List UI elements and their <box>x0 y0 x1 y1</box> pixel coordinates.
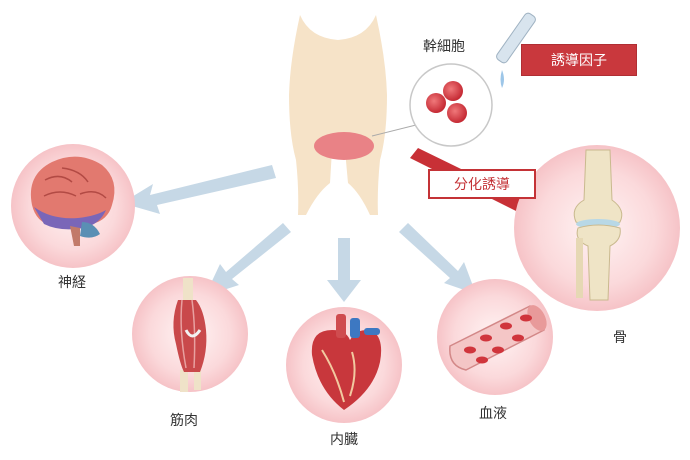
label-blood: 血液 <box>479 406 507 422</box>
muscle-icon <box>173 278 207 392</box>
bone-circle <box>514 145 680 311</box>
arrow-to-muscle <box>205 223 291 296</box>
tissue-sample-spot <box>314 132 374 160</box>
brain-icon <box>30 156 115 246</box>
label-nerve: 神経 <box>58 275 86 291</box>
label-organ: 内臓 <box>330 432 358 448</box>
label-differentiation: 分化誘導 <box>428 169 536 199</box>
knee-bone-icon <box>573 149 623 301</box>
muscle-circle <box>132 276 248 392</box>
nerve-circle <box>11 144 135 268</box>
blood-vessel-icon <box>449 305 547 371</box>
label-induction-factor: 誘導因子 <box>521 44 637 76</box>
body-silhouette <box>289 15 421 215</box>
label-stem-cell: 幹細胞 <box>423 39 465 55</box>
dropper-icon <box>496 12 536 88</box>
arrow-to-nerve <box>122 165 276 214</box>
blood-circle <box>437 279 553 395</box>
label-bone: 骨 <box>613 330 627 346</box>
organ-circle <box>286 307 402 423</box>
arrow-to-blood <box>399 223 476 294</box>
stem-cell-icon <box>409 63 493 147</box>
label-muscle: 筋肉 <box>170 413 198 429</box>
differentiation-arrows <box>122 165 476 302</box>
heart-icon <box>311 314 382 410</box>
arrow-to-organ <box>327 238 361 302</box>
